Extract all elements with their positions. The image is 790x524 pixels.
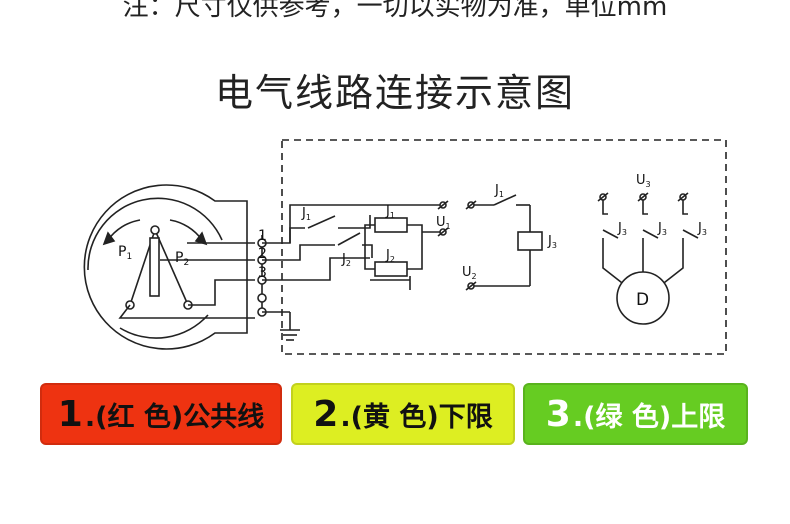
terminal-label-1: 1 — [258, 228, 267, 244]
p1-label: P1 — [118, 244, 132, 262]
label-common-red: 1.(红 色)公共线 — [40, 383, 282, 445]
u3-label: U3 — [636, 173, 651, 189]
relay-j2 — [374, 261, 408, 277]
relay-j1 — [374, 217, 408, 233]
j1-coil-label: J1 — [385, 204, 395, 220]
control-box-outline — [281, 139, 727, 355]
label-upper-green: 3.(绿 色)上限 — [523, 383, 748, 445]
motor-label: D — [636, 290, 649, 310]
top-note: 注：尺寸仅供参考，一切以实物为准，单位mm — [122, 0, 668, 22]
terminal-label-2: 2 — [258, 246, 267, 262]
label-2-text: .(黄 色)下限 — [340, 401, 493, 433]
gauge-arrow-left — [107, 219, 141, 241]
motor — [616, 271, 670, 325]
j1-contact2-label: J1 — [494, 183, 504, 199]
u1-label: U1 — [436, 215, 451, 231]
j2-coil-label: J2 — [385, 248, 395, 264]
j1-contact-label: J1 — [301, 206, 311, 222]
j3-contact-label-3: J3 — [697, 221, 707, 237]
terminal-label-3: 3 — [258, 265, 267, 281]
j3-coil-label: J3 — [547, 234, 557, 250]
label-3-text: .(绿 色)上限 — [572, 401, 726, 433]
label-1-text: .(红 色)公共线 — [84, 401, 265, 433]
needle-main — [149, 237, 160, 297]
j3-contact-label-1: J3 — [617, 221, 627, 237]
j3-contact-label-2: J3 — [657, 221, 667, 237]
gauge-dial-lower — [119, 314, 209, 339]
label-lower-yellow: 2.(黄 色)下限 — [291, 383, 515, 445]
label-3-num: 3 — [545, 393, 571, 435]
relay-j3 — [517, 231, 543, 251]
j2-contact-label: J2 — [341, 252, 351, 268]
u2-label: U2 — [462, 265, 477, 281]
needle-p2 — [154, 229, 189, 306]
label-2-num: 2 — [313, 393, 339, 435]
page-title: 电气线路连接示意图 — [214, 71, 575, 115]
gauge-dial — [87, 197, 223, 271]
gauge-arrow-right — [169, 219, 203, 241]
label-1-num: 1 — [57, 393, 83, 435]
gauge-body — [83, 184, 248, 350]
p2-label: P2 — [175, 250, 189, 268]
